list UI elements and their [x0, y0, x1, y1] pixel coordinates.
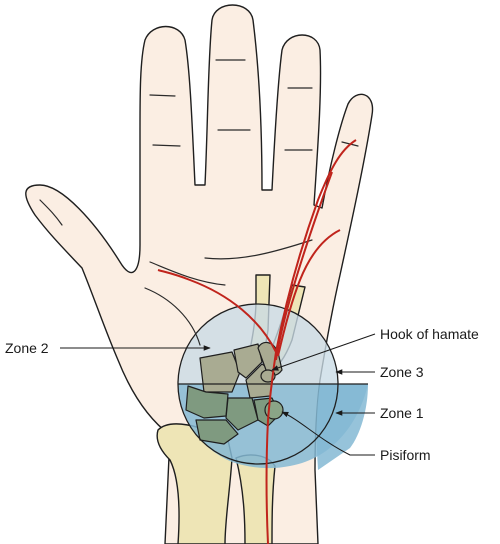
pisiform-leader: [281, 411, 375, 456]
trapezium-bone: [199, 351, 241, 393]
hook-of-hamate-label: Hook of hamate: [380, 326, 479, 342]
distal-palmar-crease: [204, 239, 313, 260]
trapezoid-bone: [233, 343, 263, 379]
ulnar-nerve-branch-1: [275, 171, 333, 361]
zone2-label: Zone 2: [5, 340, 49, 356]
finger-crease-2: [152, 144, 181, 147]
ulnar-nerve-branch-2: [277, 229, 341, 357]
finger-crease-8: [39, 199, 63, 226]
proximal-palmar-crease: [149, 261, 226, 286]
radial-carpal-bone: [195, 419, 239, 445]
finger-crease-1: [149, 94, 176, 97]
zone3-label: Zone 3: [380, 364, 424, 380]
ulnar-nerve-deep-branch: [157, 269, 277, 353]
hook-of-hamate-leader: [271, 333, 376, 371]
zone-lower-ulnar-extension: [316, 384, 368, 470]
lunate-bone: [225, 397, 259, 431]
zone-circle-outline: [177, 303, 339, 465]
zone1-label: Zone 1: [380, 405, 424, 421]
thenar-crease: [144, 287, 201, 346]
pisiform-label: Pisiform: [380, 447, 431, 463]
